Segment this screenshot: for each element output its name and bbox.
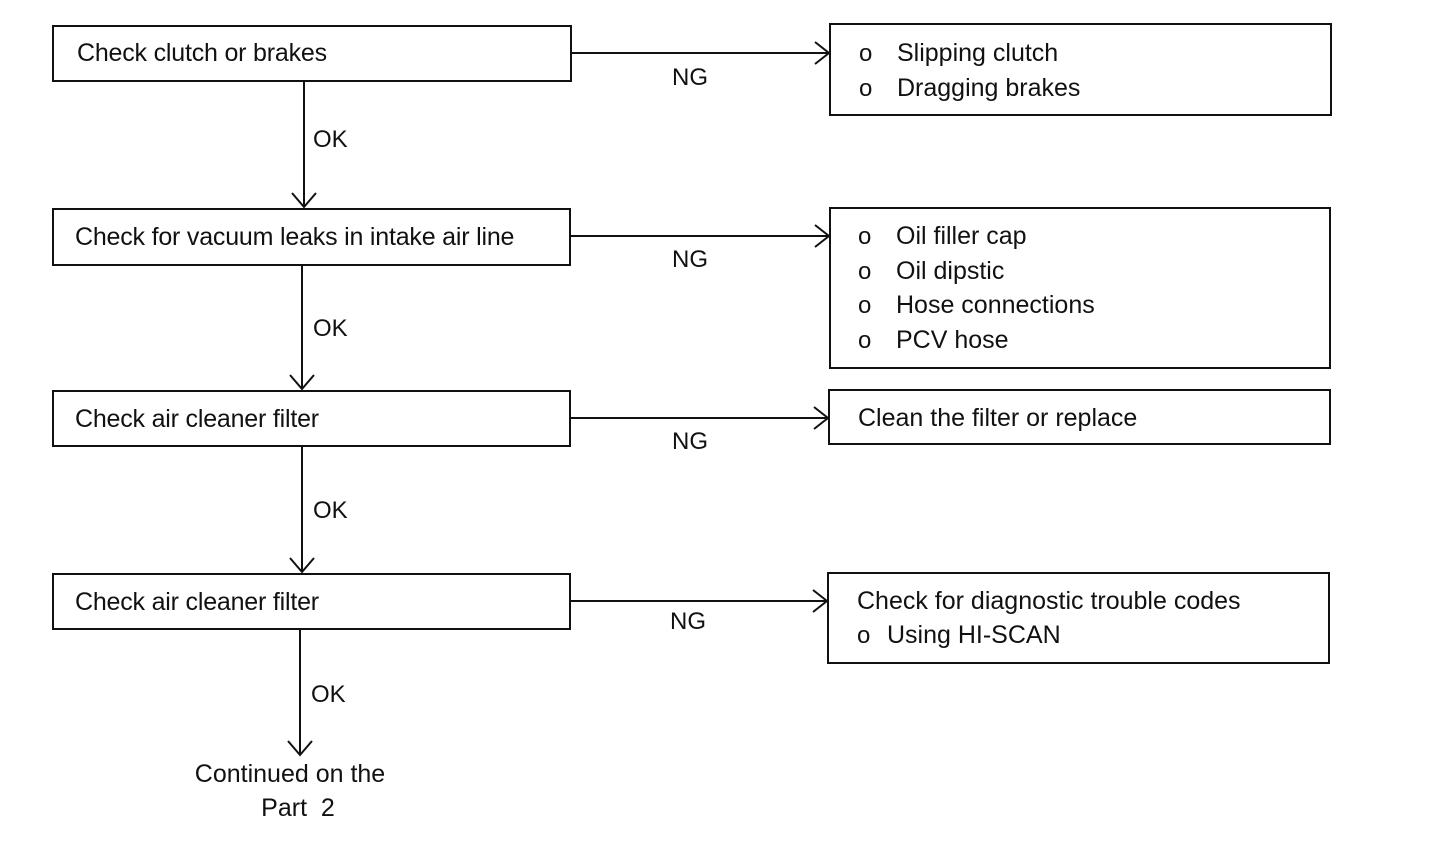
ok-arrowhead-3 (289, 557, 315, 574)
ok-label-4: OK (311, 681, 346, 708)
result-box-air-filter (828, 389, 1331, 445)
step-box-clutch-brakes (52, 25, 572, 82)
step-box-air-cleaner-1 (52, 390, 571, 447)
result-item-oil-filler-cap: o Oil filler cap (858, 221, 1027, 252)
result-item-text: Oil dipstic (896, 257, 1005, 285)
bullet-marker: o (858, 292, 872, 319)
result-box-diagnostic-codes (827, 572, 1330, 664)
ok-label-1: OK (313, 126, 348, 153)
ok-arrowhead-4 (287, 740, 313, 757)
continuation-line-1: Continued on the (194, 760, 386, 788)
bullet-marker: o (859, 75, 873, 102)
ok-arrowhead-2 (289, 374, 315, 391)
ok-arrowhead-1 (291, 192, 317, 209)
ng-label-4: NG (670, 608, 706, 635)
result-item-pcv-hose: o PCV hose (858, 325, 1009, 356)
result-item-using-hi-scan: o Using HI-SCAN (857, 620, 1061, 651)
result-item-text: Slipping clutch (897, 39, 1059, 67)
result-heading-clean-filter: Clean the filter or replace (858, 404, 1138, 432)
step-label-clutch-brakes: Check clutch or brakes (77, 39, 327, 67)
bullet-marker: o (858, 223, 872, 250)
bullet-marker: o (858, 258, 872, 285)
step-label-air-cleaner-2: Check air cleaner filter (75, 588, 319, 616)
ok-label-3: OK (313, 497, 348, 524)
result-item-slipping-clutch: o Slipping clutch (859, 38, 1058, 69)
result-item-text: PCV hose (896, 326, 1009, 354)
step-box-air-cleaner-2 (52, 573, 571, 630)
ng-label-2: NG (672, 246, 708, 273)
bullet-marker: o (858, 327, 872, 354)
step-box-vacuum-leaks (52, 208, 571, 266)
step-label-vacuum-leaks: Check for vacuum leaks in intake air lin… (75, 223, 515, 251)
ok-label-2: OK (313, 315, 348, 342)
continuation-note: Continued on the Part 2 (170, 757, 410, 825)
result-item-dragging-brakes: o Dragging brakes (859, 73, 1080, 104)
result-item-text: Using HI-SCAN (887, 621, 1061, 649)
result-box-clutch-brakes (829, 23, 1332, 116)
step-label-air-cleaner-1: Check air cleaner filter (75, 405, 319, 433)
result-item-oil-dipstic: o Oil dipstic (858, 256, 1004, 287)
result-item-text: Hose connections (896, 291, 1095, 319)
result-item-text: Oil filler cap (896, 222, 1027, 250)
ng-label-1: NG (672, 64, 708, 91)
result-heading-diagnostic-codes: Check for diagnostic trouble codes (857, 587, 1241, 615)
continuation-line-2: Part 2 (261, 794, 335, 822)
result-item-text: Dragging brakes (897, 74, 1081, 102)
result-box-vacuum-leaks (829, 207, 1331, 369)
bullet-marker: o (859, 40, 873, 67)
result-item-hose-connections: o Hose connections (858, 290, 1095, 321)
bullet-marker: o (857, 622, 871, 649)
ng-label-3: NG (672, 428, 708, 455)
